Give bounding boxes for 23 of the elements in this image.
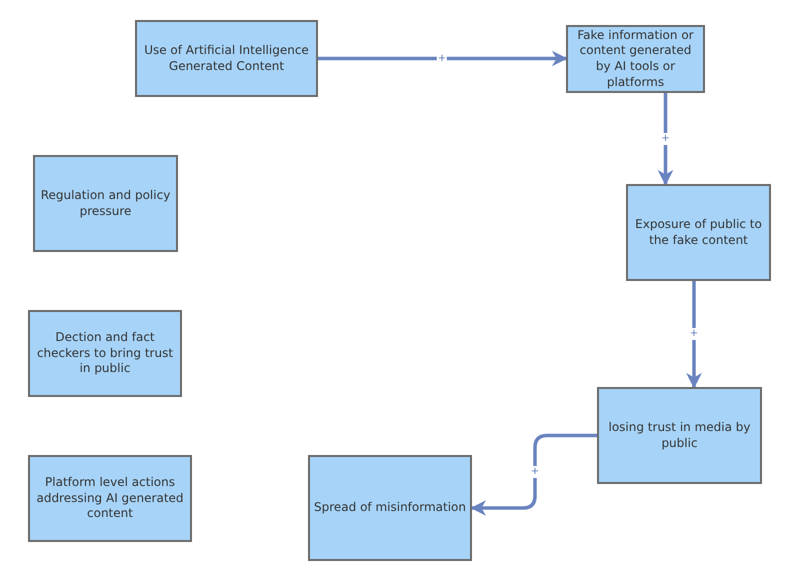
arrow — [686, 281, 702, 389]
arrow — [470, 434, 597, 516]
process-box — [28, 455, 192, 542]
box-text: Use of Artificial Intelligence Generated Content — [143, 42, 310, 74]
box-text: Spread of misinformation — [314, 500, 466, 516]
box-text: Regulation and policy pressure — [40, 188, 172, 220]
process-box — [566, 25, 705, 93]
arrow — [318, 50, 568, 66]
process-box — [626, 184, 771, 281]
process-box — [33, 155, 178, 252]
arrow — [658, 93, 674, 186]
process-box — [308, 455, 472, 561]
process-box — [135, 20, 318, 97]
edge-label: + — [688, 328, 700, 340]
box-text: losing trust in media by public — [608, 420, 752, 452]
box-text: Exposure of public to the fake content — [634, 216, 763, 248]
process-box — [28, 310, 182, 397]
process-box — [597, 387, 762, 484]
edge-label: + — [530, 466, 540, 478]
box-text: Platform level actions addressing AI generated content — [35, 475, 185, 522]
box-text: Dection and fact checkers to bring trust in public — [36, 330, 174, 377]
box-text: Fake information or content generated by AI tools or platforms — [576, 28, 695, 90]
edge-label: + — [660, 132, 671, 144]
